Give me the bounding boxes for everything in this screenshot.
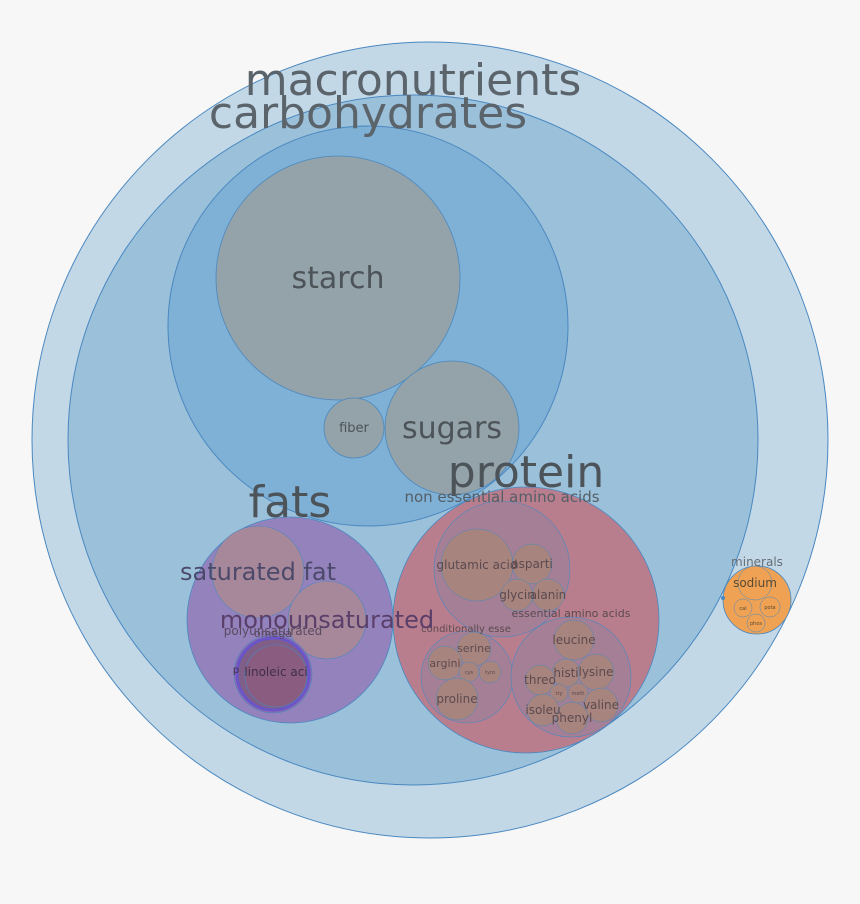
monounsaturated-label: monounsaturated — [220, 606, 434, 634]
tyro-circle[interactable] — [478, 660, 502, 684]
threonine-label: threo — [524, 673, 556, 687]
proline-label: proline — [436, 692, 477, 706]
lysine-label: lysine — [578, 665, 613, 679]
try-label: try — [556, 691, 563, 697]
glutamic-acid-label: glutamic acid — [437, 558, 518, 572]
proline-circle[interactable] — [435, 677, 479, 721]
isoleucine-label: isoleu — [525, 703, 560, 717]
histidine-label: histi — [553, 666, 578, 680]
aspartic-label: asparti — [511, 557, 553, 571]
leucine-label: leucine — [552, 633, 595, 647]
tiny-mineral-circle[interactable] — [721, 596, 725, 600]
arginine-circle[interactable] — [427, 645, 463, 681]
fiber-circle[interactable] — [323, 397, 385, 459]
linoleic-acid-label: linoleic aci — [244, 665, 307, 679]
macronutrients-label: macronutrients — [245, 55, 582, 106]
fats-label: fats — [249, 477, 332, 528]
starch-circle[interactable] — [215, 155, 461, 401]
serine-label: serine — [457, 642, 491, 655]
starch-label: starch — [292, 261, 385, 296]
potassium-label: pota — [764, 605, 775, 611]
omega-label: omega — [254, 627, 292, 640]
saturated-fat-circle[interactable] — [211, 525, 305, 619]
phenyl-label: phenyl — [552, 711, 593, 725]
sugars-circle[interactable] — [384, 360, 520, 496]
alanine-label: alanin — [530, 588, 567, 602]
valine-circle[interactable] — [583, 687, 619, 723]
saturated-fat-label: saturated fat — [180, 558, 336, 586]
sugars-label: sugars — [402, 411, 502, 446]
non-essential-amino-acids-label: non essential amino acids — [404, 488, 599, 506]
phosphorus-circle[interactable] — [746, 613, 766, 633]
valine-label: valine — [583, 698, 619, 712]
phenyl-circle[interactable] — [555, 701, 589, 735]
phosphorus-label: phos — [750, 621, 762, 627]
sodium-label: sodium — [733, 576, 777, 590]
monounsaturated-circle[interactable] — [287, 580, 367, 660]
carbohydrates-label: carbohydrates — [209, 88, 527, 139]
arginine-label: argini — [429, 657, 460, 670]
meth-label: meth — [571, 691, 584, 697]
fiber-label: fiber — [339, 421, 369, 436]
leucine-circle[interactable] — [553, 619, 595, 661]
sodium-circle[interactable] — [737, 565, 773, 601]
alanine-circle[interactable] — [531, 578, 565, 612]
p-label: p — [233, 665, 239, 676]
glycine-label: glycin — [499, 588, 535, 602]
polyunsaturated-label: polyunsaturated — [224, 624, 323, 638]
calcium-label: cal — [739, 606, 746, 612]
tyro-label: tyro — [485, 670, 495, 676]
aspartic-circle[interactable] — [511, 543, 553, 585]
cys-label: cys — [465, 670, 474, 676]
protein-label: protein — [448, 447, 604, 498]
conditionally-essential-label: conditionally esse — [421, 624, 511, 635]
calcium-circle[interactable] — [733, 598, 753, 618]
essential-amino-acids-label: essential amino acids — [512, 607, 631, 620]
potassium-circle[interactable] — [759, 596, 781, 618]
minerals-label: minerals — [731, 555, 783, 569]
linoleic-acid-circle[interactable] — [244, 644, 308, 708]
